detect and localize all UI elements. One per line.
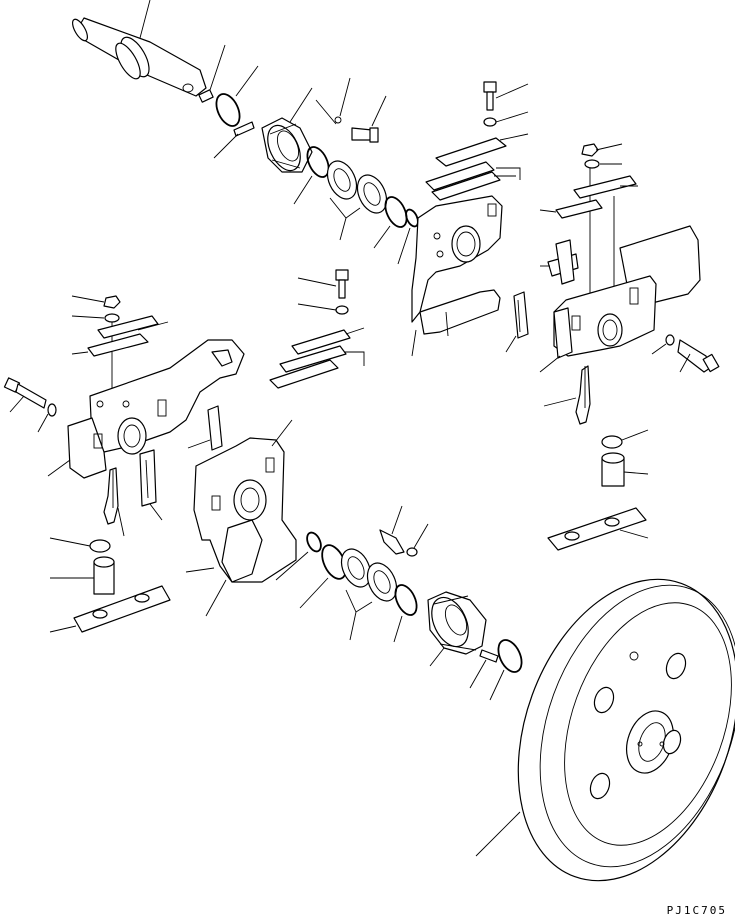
upper-hub-seal (213, 87, 313, 173)
clip-left (139, 449, 163, 521)
lower-hub-seal (427, 591, 499, 689)
shim-plates-right (539, 175, 638, 285)
grease-fitting-right (543, 365, 591, 425)
bracket-left (47, 339, 245, 479)
bearing-pair-lower (340, 548, 398, 641)
bolt-center (297, 269, 349, 315)
bearing-pair-upper (326, 160, 388, 241)
bracket-center (185, 405, 297, 617)
o-ring-upper-2 (293, 146, 330, 205)
grease-fitting-left (103, 467, 125, 537)
bracket-right (539, 225, 701, 373)
bracket-upper-center (411, 195, 503, 357)
o-ring-upper-3 (373, 196, 419, 265)
clip-center (505, 291, 529, 353)
axle-shaft (72, 0, 207, 97)
nut-washer-right (581, 143, 623, 300)
plate-right (547, 507, 649, 551)
plate-left (49, 585, 171, 633)
upper-bolt (315, 77, 387, 143)
o-ring-lower-3 (393, 584, 418, 643)
shim-plates-center (425, 133, 529, 201)
bushing-left (49, 537, 115, 595)
idler-wheel (475, 578, 735, 882)
o-ring-lower-2 (299, 544, 347, 609)
bolt-top-center (483, 81, 529, 127)
bushing-right (601, 429, 649, 487)
shim-plates-left (71, 315, 169, 357)
o-ring-lower-1 (275, 531, 322, 581)
bolt-left (3, 377, 57, 433)
bolt-lower (379, 505, 429, 557)
drawing-code: PJ1C705 (667, 904, 727, 917)
shim-plates-mid (269, 327, 365, 389)
bolt-right (651, 334, 720, 373)
o-ring-upper-1 (215, 65, 259, 127)
o-ring-lower-4 (489, 639, 523, 701)
plug (198, 44, 226, 103)
